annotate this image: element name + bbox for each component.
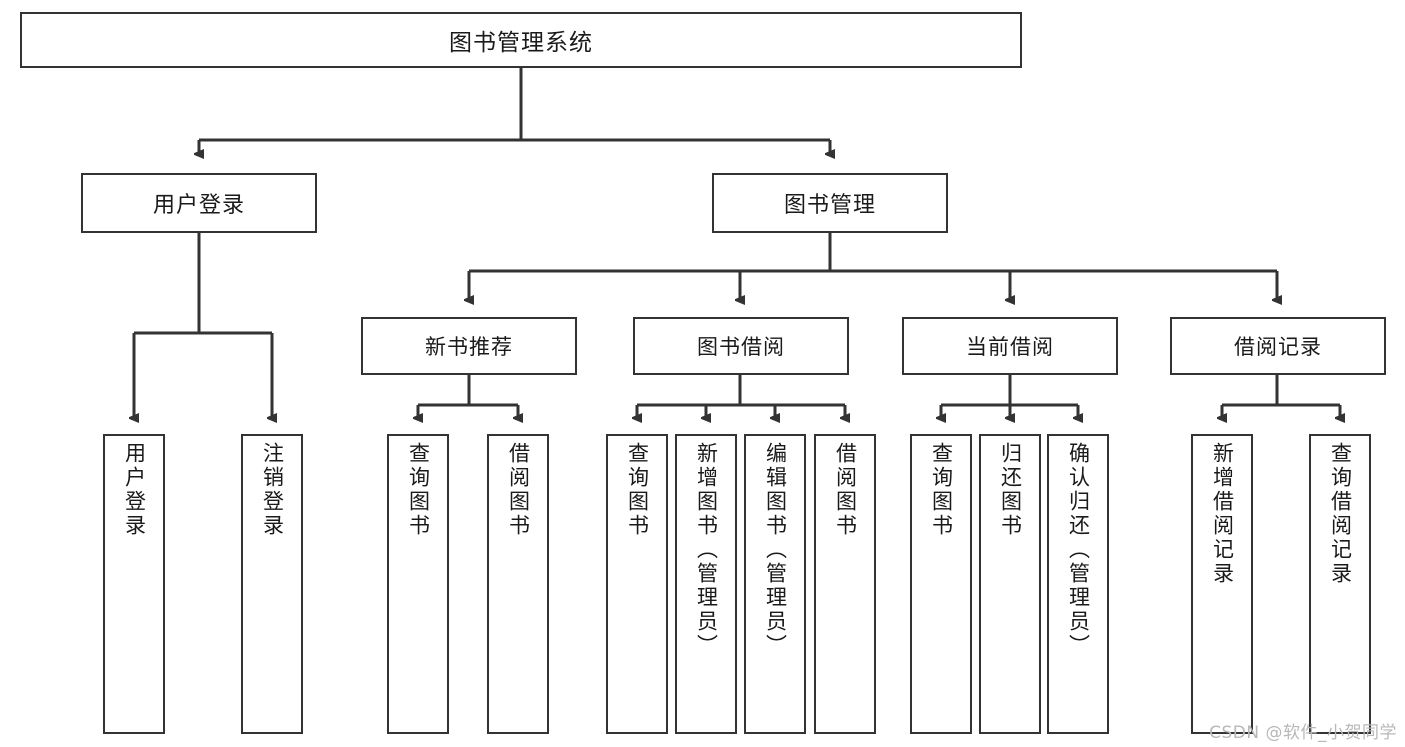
node-leaf-user-login[interactable]: 用户登录 — [103, 434, 165, 734]
node-leaf-recommend-borrow-book-label: 借阅图书 — [506, 442, 531, 538]
node-leaf-borrow-add-book-label: 新增图书（管理员） — [694, 442, 719, 658]
node-leaf-current-query-book[interactable]: 查询图书 — [910, 434, 972, 734]
node-new-book-recommend[interactable]: 新书推荐 — [361, 317, 577, 375]
node-leaf-recommend-borrow-book[interactable]: 借阅图书 — [487, 434, 549, 734]
node-user-login[interactable]: 用户登录 — [81, 173, 317, 233]
node-borrow-record-label: 借阅记录 — [1234, 335, 1322, 359]
node-book-borrow[interactable]: 图书借阅 — [633, 317, 849, 375]
node-new-book-recommend-label: 新书推荐 — [425, 335, 513, 359]
node-leaf-user-login-label: 用户登录 — [122, 442, 147, 538]
node-leaf-borrow-edit-book-label: 编辑图书（管理员） — [763, 442, 788, 658]
node-leaf-user-logout-label: 注销登录 — [260, 442, 285, 538]
node-leaf-borrow-borrow-book-label: 借阅图书 — [833, 442, 858, 538]
node-book-manage-label: 图书管理 — [783, 193, 876, 218]
node-current-borrow[interactable]: 当前借阅 — [902, 317, 1118, 375]
node-root[interactable]: 图书管理系统 — [20, 12, 1022, 68]
node-book-manage[interactable]: 图书管理 — [712, 173, 948, 233]
node-leaf-current-confirm-return[interactable]: 确认归还（管理员） — [1047, 434, 1109, 734]
node-leaf-borrow-add-book[interactable]: 新增图书（管理员） — [675, 434, 737, 734]
node-user-login-label: 用户登录 — [152, 193, 245, 218]
node-leaf-current-return-book[interactable]: 归还图书 — [979, 434, 1041, 734]
node-leaf-record-add[interactable]: 新增借阅记录 — [1191, 434, 1253, 734]
node-leaf-current-query-book-label: 查询图书 — [929, 442, 954, 538]
node-leaf-user-logout[interactable]: 注销登录 — [241, 434, 303, 734]
node-borrow-record[interactable]: 借阅记录 — [1170, 317, 1386, 375]
node-book-borrow-label: 图书借阅 — [697, 335, 785, 359]
node-leaf-recommend-query-book[interactable]: 查询图书 — [387, 434, 449, 734]
node-leaf-current-confirm-return-label: 确认归还（管理员） — [1066, 442, 1091, 658]
node-leaf-record-add-label: 新增借阅记录 — [1210, 442, 1235, 586]
node-leaf-recommend-query-book-label: 查询图书 — [406, 442, 431, 538]
node-leaf-borrow-borrow-book[interactable]: 借阅图书 — [814, 434, 876, 734]
node-leaf-borrow-query-book-label: 查询图书 — [625, 442, 650, 538]
node-current-borrow-label: 当前借阅 — [966, 335, 1054, 359]
node-root-label: 图书管理系统 — [449, 30, 593, 56]
node-leaf-record-query-label: 查询借阅记录 — [1328, 442, 1353, 586]
node-leaf-borrow-query-book[interactable]: 查询图书 — [606, 434, 668, 734]
node-leaf-borrow-edit-book[interactable]: 编辑图书（管理员） — [744, 434, 806, 734]
watermark: CSDN @软件_小贺同学 — [1209, 723, 1397, 743]
node-leaf-current-return-book-label: 归还图书 — [998, 442, 1023, 538]
node-leaf-record-query[interactable]: 查询借阅记录 — [1309, 434, 1371, 734]
